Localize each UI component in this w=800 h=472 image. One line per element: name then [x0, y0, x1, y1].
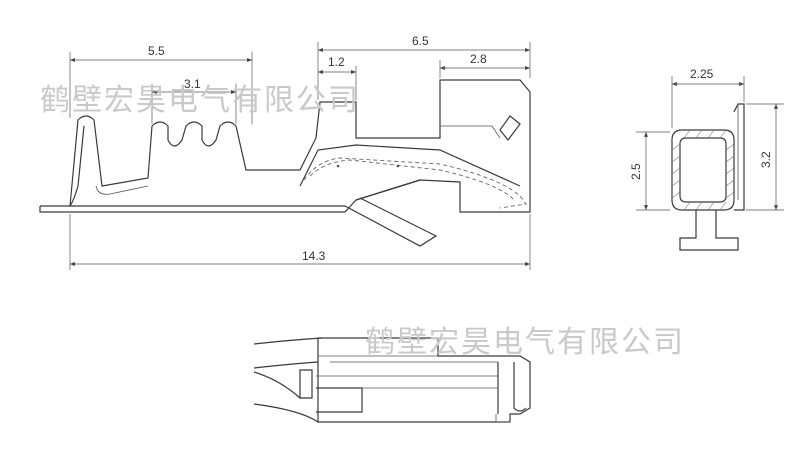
top-inner-slot	[299, 369, 313, 399]
locking-lance	[344, 197, 438, 247]
end-view: 2.25 2.5 3.2	[629, 67, 784, 251]
tip-notch	[440, 125, 501, 139]
spring-hidden-line	[303, 157, 527, 209]
dim-serration-width: 3.1	[184, 77, 201, 91]
box-outer	[671, 129, 735, 211]
top-tip	[497, 362, 527, 414]
dim-box-width: 2.25	[690, 67, 714, 81]
contact-spring	[299, 144, 521, 187]
top-lance	[316, 387, 363, 413]
mark-dot	[336, 164, 340, 168]
spring-hidden-line-2	[309, 159, 515, 201]
top-view	[253, 337, 531, 423]
side-view	[39, 79, 531, 247]
dim-contact-length: 6.5	[412, 34, 429, 48]
top-wire-outline	[253, 337, 323, 423]
section-hatching	[671, 129, 735, 211]
side-dimensions: 5.5 3.1 6.5 1.2 2.8 14.3	[69, 34, 531, 270]
dim-box-outer-height: 3.2	[759, 151, 773, 168]
dim-tip-width: 2.8	[470, 52, 487, 66]
watermark-bottom: 鹤壁宏昊电气有限公司	[365, 325, 685, 360]
tip-tab	[499, 115, 521, 141]
mark-dot	[396, 164, 400, 168]
top-foot	[495, 414, 510, 423]
crimp-wing-outline	[39, 79, 531, 213]
lance-upper	[355, 179, 421, 201]
wing-inner	[95, 185, 149, 195]
dim-box-inner-height: 2.5	[629, 163, 643, 180]
box-side-lug	[733, 103, 745, 211]
box-inner	[679, 137, 727, 203]
wing-curve	[69, 125, 85, 207]
watermark-top: 鹤壁宏昊电气有限公司	[40, 83, 360, 118]
box-stem	[679, 210, 739, 251]
dim-crimp-length: 5.5	[148, 44, 165, 58]
dim-step-width: 1.2	[328, 55, 345, 69]
dim-overall-length: 14.3	[302, 249, 326, 263]
top-body-outline	[317, 337, 531, 423]
top-step	[316, 355, 498, 389]
